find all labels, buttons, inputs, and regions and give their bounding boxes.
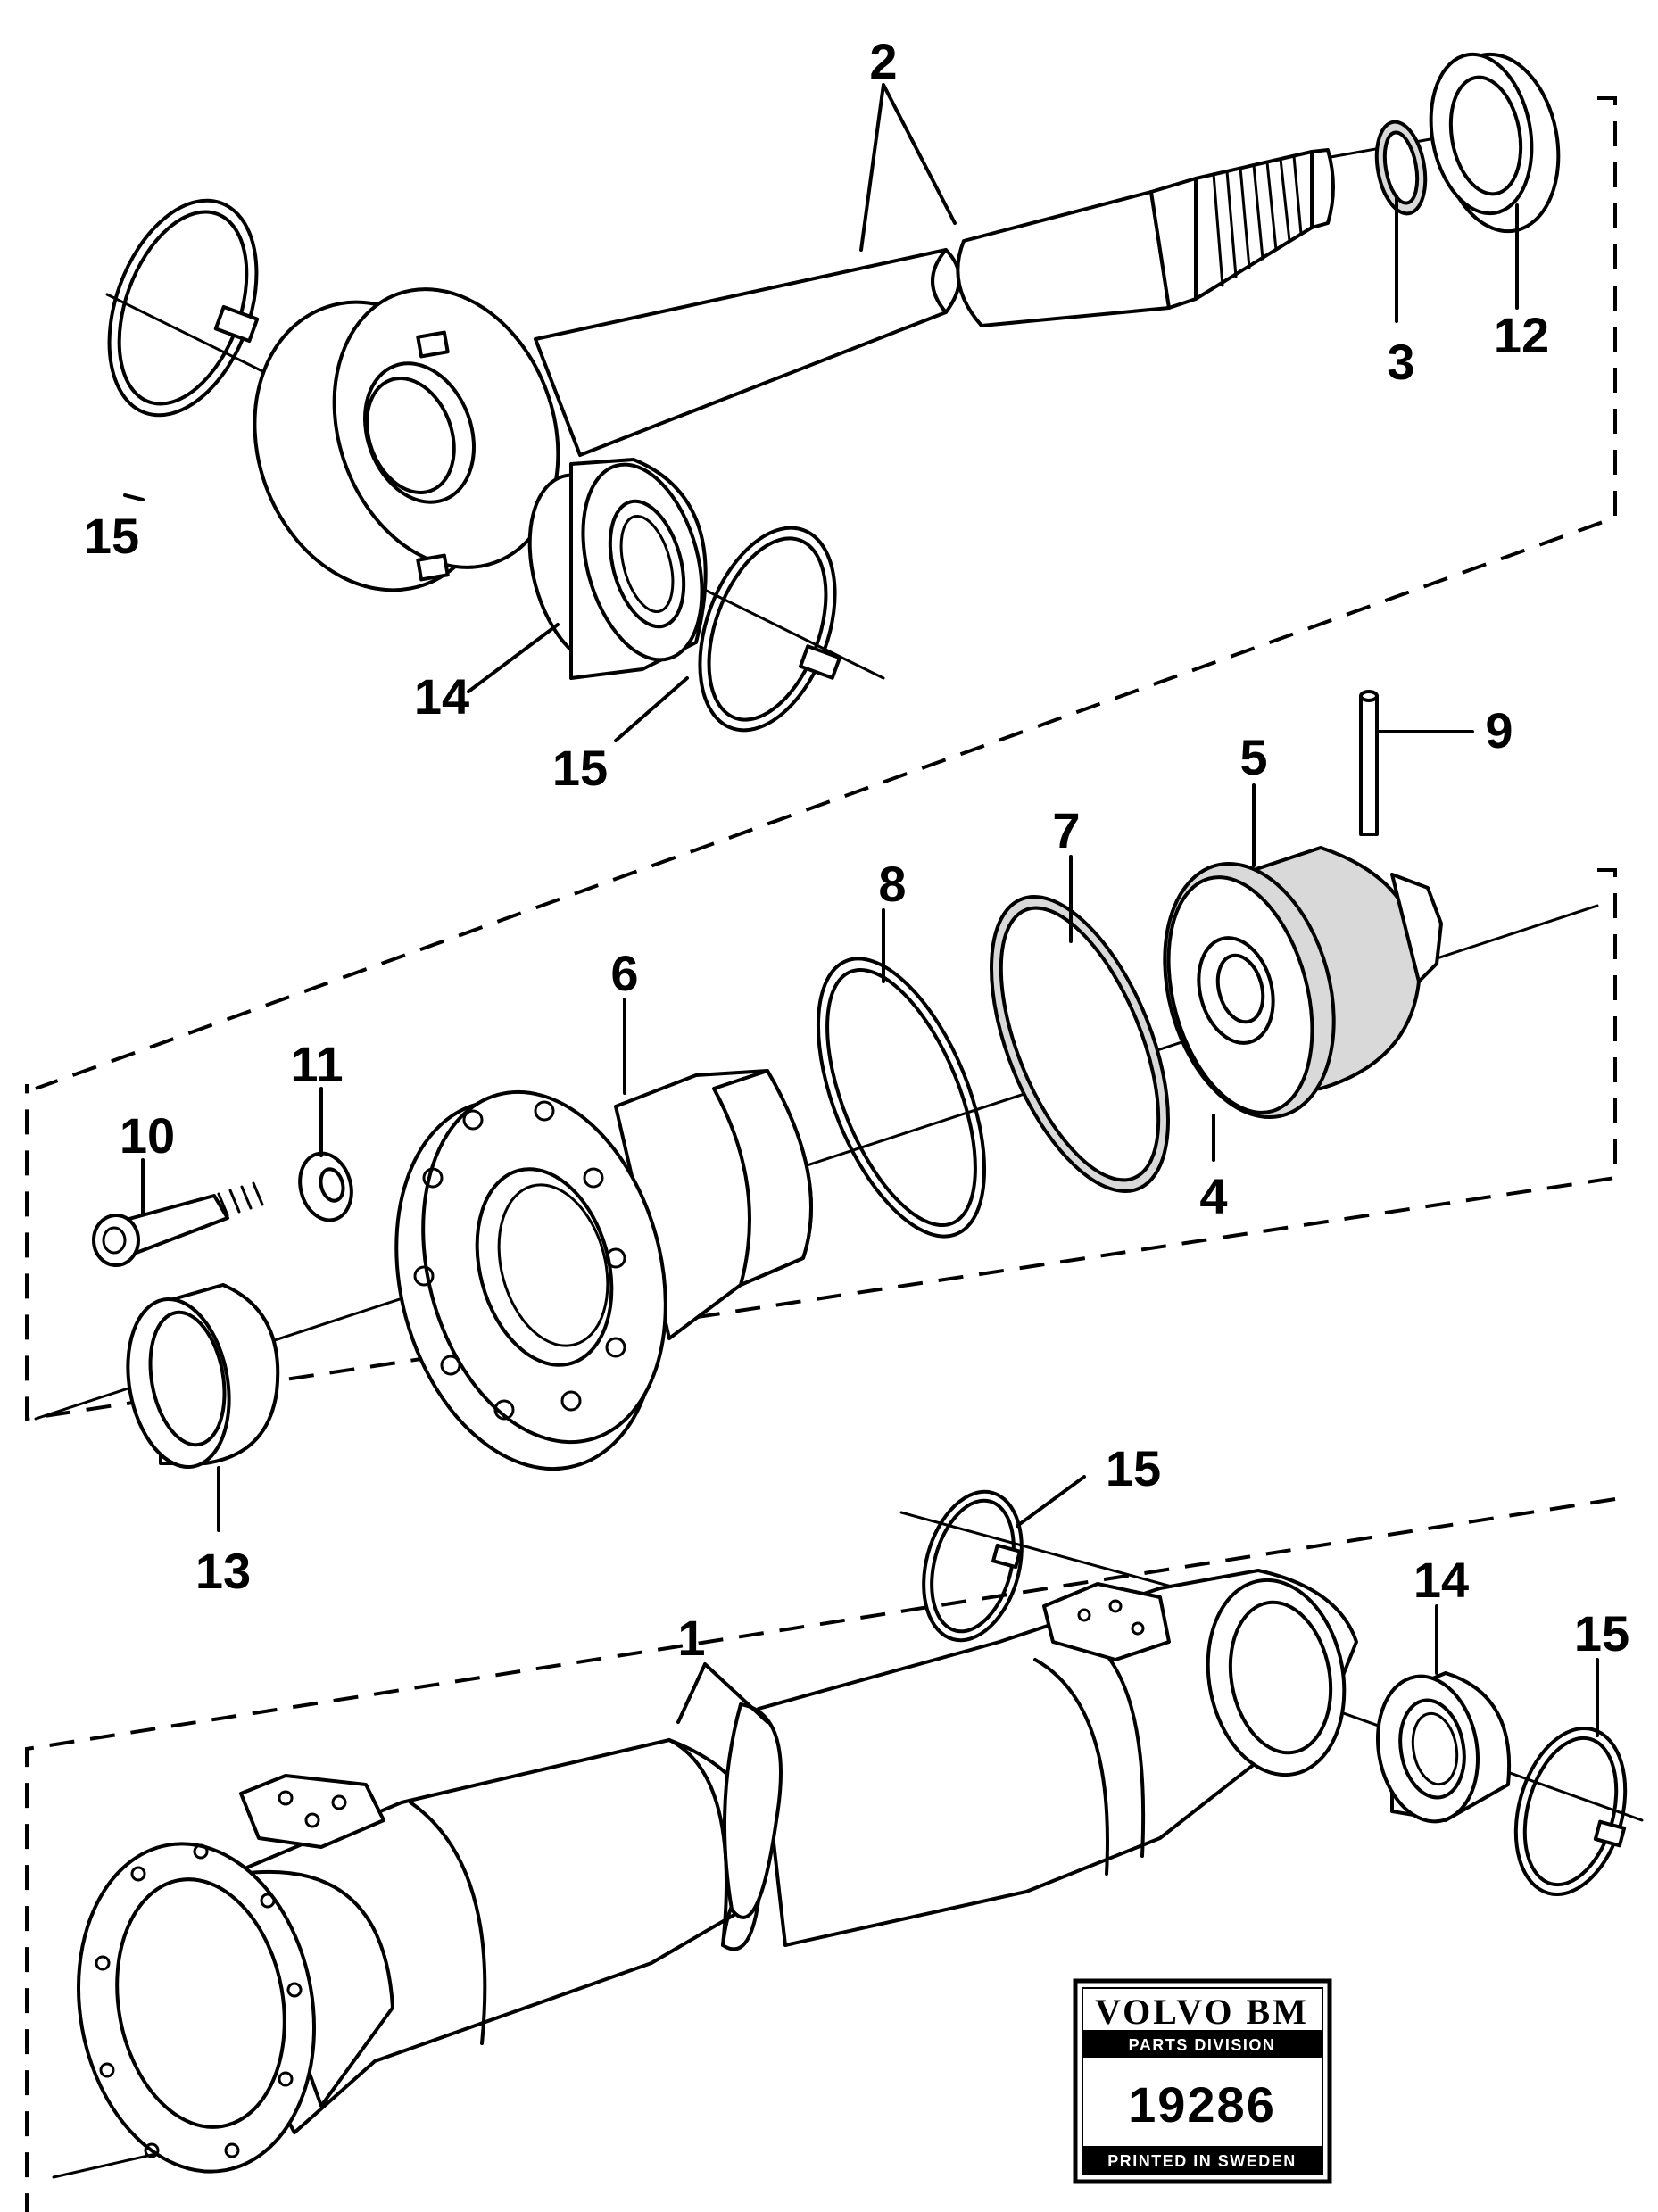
stamp-number: 19286 bbox=[1128, 2076, 1276, 2133]
stamp-brand: VOLVO BM bbox=[1095, 1992, 1309, 2032]
callout-8: 8 bbox=[878, 856, 906, 912]
callout-2: 2 bbox=[869, 33, 897, 89]
callout-15-bottom-right: 15 bbox=[1574, 1605, 1629, 1661]
callout-15-top-left: 15 bbox=[84, 508, 139, 564]
callout-3: 3 bbox=[1387, 334, 1414, 390]
callout-15-bottom-middle: 15 bbox=[1106, 1440, 1161, 1496]
cylinder-tube-assembly bbox=[52, 1489, 1644, 2179]
callout-11: 11 bbox=[290, 1036, 343, 1092]
callout-15-top-middle: 15 bbox=[552, 740, 608, 796]
piston-head-assembly bbox=[34, 690, 1599, 1471]
callout-12: 12 bbox=[1494, 307, 1549, 363]
callout-4: 4 bbox=[1199, 1168, 1227, 1224]
callout-14-bottom: 14 bbox=[1413, 1552, 1469, 1608]
stamp-origin: PRINTED IN SWEDEN bbox=[1107, 2152, 1297, 2170]
leader-lines bbox=[123, 83, 1599, 1737]
callout-9: 9 bbox=[1485, 702, 1513, 758]
parts-stamp: VOLVO BM PARTS DIVISION 19286 PRINTED IN… bbox=[1073, 1978, 1332, 2184]
callout-6: 6 bbox=[610, 945, 638, 1001]
stamp-division: PARTS DIVISION bbox=[1129, 2036, 1276, 2054]
piston-rod-assembly bbox=[105, 52, 1561, 733]
callout-labels: 2 3 12 15 14 15 9 5 7 8 6 11 10 4 13 15 … bbox=[84, 33, 1629, 1666]
callout-14-top: 14 bbox=[414, 668, 469, 725]
callout-1: 1 bbox=[677, 1610, 705, 1666]
callout-13: 13 bbox=[195, 1543, 251, 1599]
callout-5: 5 bbox=[1239, 729, 1267, 785]
group-boundaries bbox=[25, 96, 1617, 2212]
callout-7: 7 bbox=[1052, 802, 1080, 858]
callout-10: 10 bbox=[120, 1107, 175, 1164]
